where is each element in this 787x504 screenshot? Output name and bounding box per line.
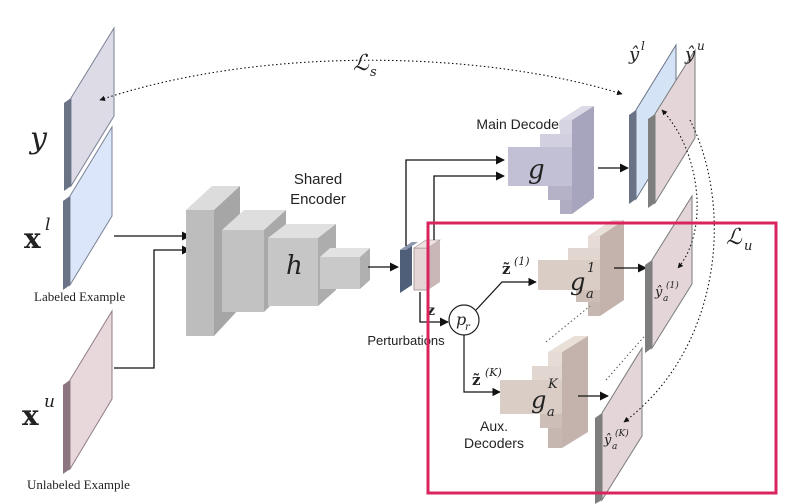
aux-decoders-label-line2: Decoders xyxy=(464,435,524,451)
unsupervised-loss-arc-1 xyxy=(661,109,698,269)
g-a-1-label: g a 1 xyxy=(570,261,595,302)
aux-prediction-1-panel xyxy=(645,194,693,353)
svg-text:(K): (K) xyxy=(485,366,502,379)
auxiliary-highlight-box xyxy=(426,221,778,495)
svg-text:x: x xyxy=(22,399,39,432)
unlabeled-input-panel xyxy=(63,309,113,474)
z-label: z xyxy=(427,303,435,319)
aux-decoder-K-block xyxy=(500,336,588,448)
g-label: g xyxy=(528,155,545,185)
perturbations-label: Perturbations xyxy=(367,333,445,348)
svg-text:u: u xyxy=(744,239,752,254)
x-u-label: x u xyxy=(22,392,55,432)
svg-text:(1): (1) xyxy=(666,280,679,291)
y-label: y xyxy=(28,121,48,156)
shared-encoder-label-line2: Encoder xyxy=(290,191,346,208)
shared-encoder-label-line1: Shared xyxy=(294,171,342,188)
p-r-label: p r xyxy=(456,310,471,333)
supervised-loss-label: ℒ s xyxy=(353,51,377,80)
svg-text:(K): (K) xyxy=(615,428,629,439)
svg-text:g: g xyxy=(531,386,546,414)
svg-text:x: x xyxy=(24,222,41,255)
unlabeled-to-encoder-arrow xyxy=(114,245,191,369)
labeled-input-panel xyxy=(63,125,113,290)
aux-decoders-label-line1: Aux. xyxy=(480,418,508,434)
svg-text:a: a xyxy=(586,287,594,302)
aux-outputs-ellipsis-line xyxy=(605,329,651,381)
supervised-loss-arc xyxy=(99,59,623,102)
svg-text:a: a xyxy=(663,294,668,304)
svg-text:l: l xyxy=(45,215,50,235)
aux-decoders-ellipsis-line xyxy=(545,305,591,343)
label-map-y-panel xyxy=(64,26,115,191)
labeled-example-label: Labeled Example xyxy=(34,289,126,304)
svg-text:p: p xyxy=(456,310,466,329)
svg-text:(1): (1) xyxy=(514,255,530,268)
perturbation-to-auxK-arrow xyxy=(463,335,501,397)
svg-text:s: s xyxy=(370,65,377,80)
perturbation-to-aux1-arrow xyxy=(475,277,537,311)
svg-text:ℒ: ℒ xyxy=(353,51,370,76)
z-to-perturbation-arrow xyxy=(419,292,449,327)
svg-text:u: u xyxy=(44,392,55,412)
svg-text:K: K xyxy=(547,377,559,392)
main-decoder-block xyxy=(508,106,594,214)
unlabeled-example-label: Unlabeled Example xyxy=(27,477,130,492)
yhat-a-1-label: ŷ a (1) xyxy=(654,280,679,304)
svg-text:r: r xyxy=(465,322,471,333)
svg-text:ŷ: ŷ xyxy=(654,285,663,300)
aux-prediction-K-panel xyxy=(595,346,643,504)
yhat-l-label: ŷ l xyxy=(628,39,645,65)
z-tilde-1-label: z̃ (1) xyxy=(502,255,530,278)
svg-text:a: a xyxy=(547,405,555,420)
unsupervised-loss-label: ℒ u xyxy=(726,225,752,254)
svg-text:ℒ: ℒ xyxy=(726,225,743,250)
svg-text:l: l xyxy=(641,39,645,53)
unsupervised-loss-arc-2 xyxy=(623,119,715,423)
svg-text:a: a xyxy=(612,442,617,452)
z-feature-block xyxy=(400,239,441,293)
svg-text:1: 1 xyxy=(587,261,595,276)
svg-text:ŷ: ŷ xyxy=(628,44,640,65)
x-l-label: x l xyxy=(24,215,50,255)
g-a-K-label: g a K xyxy=(531,377,559,420)
z-to-main-decoder-arrow-1 xyxy=(405,155,505,246)
yhat-a-K-label: ŷ a (K) xyxy=(603,428,629,452)
svg-text:u: u xyxy=(697,39,705,53)
svg-text:z̃: z̃ xyxy=(472,371,481,389)
z-tilde-K-label: z̃ (K) xyxy=(472,366,502,389)
yhat-u-label: ŷ u xyxy=(684,39,705,65)
svg-text:ŷ: ŷ xyxy=(684,44,696,65)
svg-text:ŷ: ŷ xyxy=(603,433,612,448)
h-label: h xyxy=(286,251,303,281)
main-decoder-label: Main Decoder xyxy=(476,116,563,132)
svg-text:g: g xyxy=(570,268,585,296)
svg-text:z̃: z̃ xyxy=(502,260,511,278)
z-to-main-decoder-arrow-2 xyxy=(433,171,505,240)
shared-encoder-block xyxy=(186,186,370,336)
